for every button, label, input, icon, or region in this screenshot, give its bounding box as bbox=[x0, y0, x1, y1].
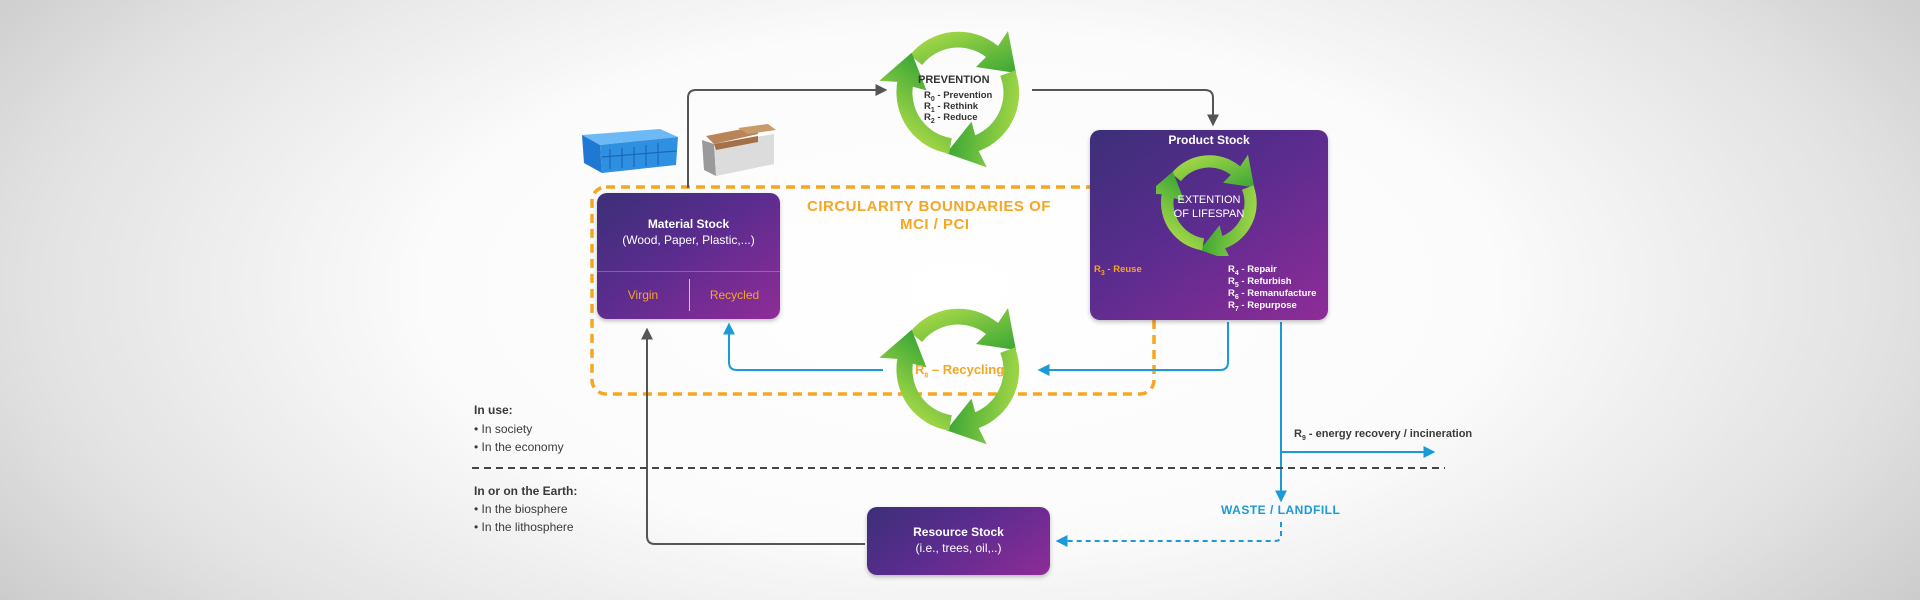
recycling-recycle-icon bbox=[875, 308, 1036, 452]
recycled-label: Recycled bbox=[709, 288, 760, 302]
material-stock-title: Material Stock bbox=[647, 217, 730, 231]
arrow-waste-to-resource bbox=[1055, 522, 1282, 547]
boundary-title-line1: CIRCULARITY BOUNDARIES OF bbox=[807, 198, 1051, 215]
arrow-prevention-to-product bbox=[1032, 89, 1219, 127]
product-stock-box: Product Stock EXTENTION OF LIFESPAN R3 -… bbox=[1090, 130, 1328, 320]
lifespan-recycle-icon bbox=[1156, 154, 1257, 256]
material-stock-box: Material Stock (Wood, Paper, Plastic,...… bbox=[597, 193, 780, 319]
waste-landfill-label: WASTE / LANDFILL bbox=[1221, 503, 1341, 517]
material-stock-divider bbox=[597, 271, 780, 272]
recycling-label: R8 – Recycling bbox=[915, 362, 1005, 380]
in-earth-item-1: • In the lithosphere bbox=[474, 520, 574, 534]
resource-stock-title: Resource Stock bbox=[913, 525, 1004, 539]
boundary-title-line2: MCI / PCI bbox=[900, 216, 970, 233]
prevention-recycle-icon bbox=[879, 31, 1020, 168]
resource-stock-box: Resource Stock (i.e., trees, oil,..) bbox=[867, 507, 1050, 575]
in-use-item-0: • In society bbox=[474, 422, 533, 436]
prevention-item-2: R2 - Reduce bbox=[924, 112, 978, 125]
in-earth-item-0: • In the biosphere bbox=[474, 502, 568, 516]
material-stock-split bbox=[689, 279, 690, 311]
arrow-material-to-prevention bbox=[687, 84, 888, 188]
cardboard-box-icon bbox=[702, 124, 776, 176]
product-item-1: R5 - Refurbish bbox=[1228, 276, 1292, 289]
product-item-0: R4 - Repair bbox=[1228, 264, 1277, 277]
arrow-recycling-to-material bbox=[723, 322, 883, 371]
lifespan-line2: OF LIFESPAN bbox=[1173, 208, 1245, 220]
energy-recovery-label: R9 - energy recovery / incineration bbox=[1294, 428, 1473, 443]
prevention-item-0: R0 - Prevention bbox=[924, 90, 993, 103]
arrow-resource-to-material bbox=[641, 327, 865, 545]
prevention-item-1: R1 - Rethink bbox=[924, 101, 979, 114]
in-earth-heading: In or on the Earth: bbox=[474, 484, 578, 498]
in-use-heading: In use: bbox=[474, 403, 513, 417]
resource-stock-subtitle: (i.e., trees, oil,..) bbox=[915, 541, 1002, 555]
arrow-product-to-recycling bbox=[1037, 322, 1229, 376]
product-item-3: R7 - Repurpose bbox=[1228, 300, 1297, 313]
reuse-label: R3 - Reuse bbox=[1094, 264, 1142, 277]
product-item-2: R6 - Remanufacture bbox=[1228, 288, 1317, 301]
material-stock-subtitle: (Wood, Paper, Plastic,...) bbox=[622, 233, 755, 247]
plastic-crate-icon bbox=[582, 129, 678, 173]
prevention-heading: PREVENTION bbox=[918, 74, 990, 86]
product-stock-title: Product Stock bbox=[1168, 133, 1250, 147]
virgin-label: Virgin bbox=[627, 288, 659, 302]
lifespan-line1: EXTENTION bbox=[1177, 194, 1241, 206]
in-use-item-1: • In the economy bbox=[474, 440, 564, 454]
